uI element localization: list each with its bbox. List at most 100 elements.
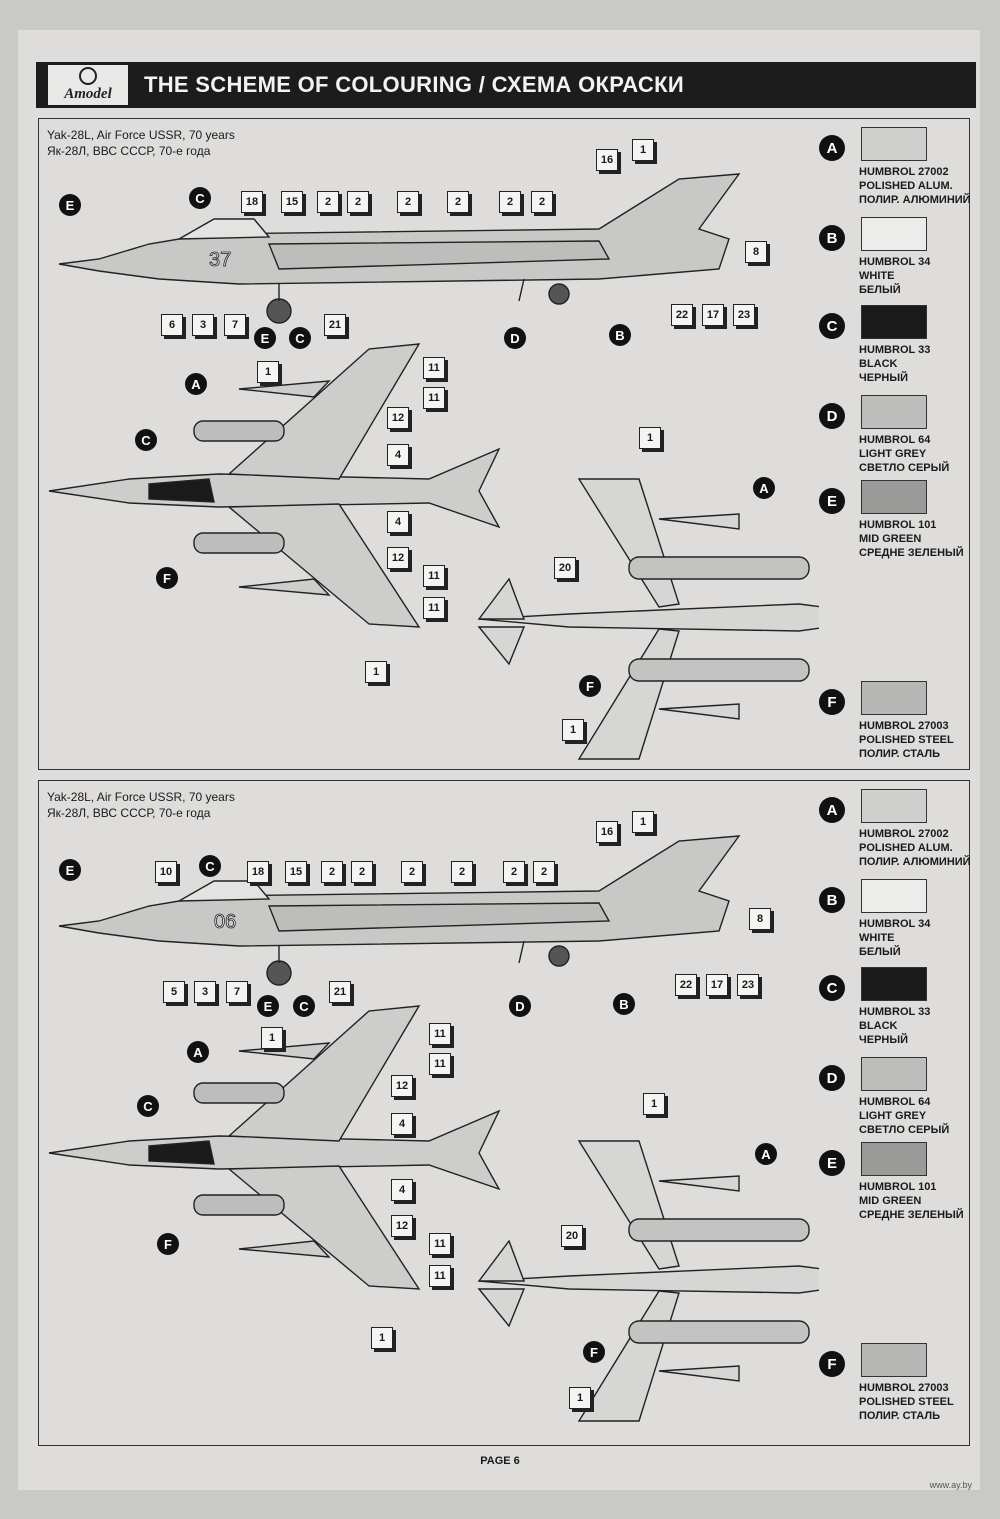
paint-mark: D bbox=[509, 995, 531, 1017]
paint-name-en: MID GREEN bbox=[859, 1195, 922, 1207]
paint-mark: B bbox=[613, 993, 635, 1015]
paint-code: HUMBROL 27003 bbox=[859, 720, 949, 732]
paint-mark: A bbox=[185, 373, 207, 395]
paint-code: HUMBROL 64 bbox=[859, 1096, 931, 1108]
callout: 23 bbox=[737, 974, 759, 996]
paint-code: HUMBROL 27003 bbox=[859, 1382, 949, 1394]
callout: 21 bbox=[329, 981, 351, 1003]
aircraft-drawings: 06 bbox=[48, 835, 819, 1422]
paint-name-ru: ЧЕРНЫЙ bbox=[859, 1034, 909, 1046]
paint-name-en: WHITE bbox=[859, 270, 895, 282]
callout: 2 bbox=[447, 191, 469, 213]
paint-name-ru: БЕЛЫЙ bbox=[859, 284, 901, 296]
caption-en: Yak-28L, Air Force USSR, 70 years bbox=[47, 790, 235, 804]
swatch-color bbox=[861, 879, 927, 913]
swatch-letter: D bbox=[819, 403, 845, 429]
paint-name-ru: ПОЛИР. СТАЛЬ bbox=[859, 1410, 941, 1422]
paint-mark: C bbox=[189, 187, 211, 209]
page-number: PAGE 6 bbox=[480, 1455, 520, 1467]
swatch-letter: A bbox=[819, 797, 845, 823]
paint-code: HUMBROL 33 bbox=[859, 1006, 931, 1018]
paint-code: HUMBROL 27002 bbox=[859, 166, 949, 178]
paint-name-en: POLISHED ALUM. bbox=[859, 842, 953, 854]
underside-view-aircraft bbox=[477, 1140, 819, 1422]
panel-caption: Yak-28L, Air Force USSR, 70 years Як-28Л… bbox=[47, 127, 235, 159]
paint-code: HUMBROL 101 bbox=[859, 519, 937, 531]
side-view-aircraft bbox=[58, 835, 741, 986]
callout: 17 bbox=[702, 304, 724, 326]
paint-name-ru: ПОЛИР. АЛЮМИНИЙ bbox=[859, 856, 971, 868]
callout: 2 bbox=[503, 861, 525, 883]
aircraft-drawings: 37 bbox=[48, 173, 819, 760]
callout: 7 bbox=[226, 981, 248, 1003]
swatch-color bbox=[861, 127, 927, 161]
swatch-color bbox=[861, 1057, 927, 1091]
callout: 11 bbox=[423, 565, 445, 587]
paint-name-en: WHITE bbox=[859, 932, 895, 944]
callout: 4 bbox=[391, 1179, 413, 1201]
callout: 1 bbox=[639, 427, 661, 449]
swatch-color bbox=[861, 1142, 927, 1176]
paint-name-en: POLISHED STEEL bbox=[859, 1396, 954, 1408]
callout: 20 bbox=[561, 1225, 583, 1247]
callout: 18 bbox=[241, 191, 263, 213]
swatch-letter: B bbox=[819, 887, 845, 913]
top-view-aircraft bbox=[48, 343, 501, 628]
callout: 11 bbox=[429, 1265, 451, 1287]
swatch-letter: E bbox=[819, 1150, 845, 1176]
side-view-aircraft bbox=[58, 173, 741, 324]
paint-mark: C bbox=[289, 327, 311, 349]
callout: 11 bbox=[429, 1023, 451, 1045]
paint-mark: C bbox=[293, 995, 315, 1017]
callout: 7 bbox=[224, 314, 246, 336]
callout: 1 bbox=[632, 811, 654, 833]
callout: 3 bbox=[194, 981, 216, 1003]
callout: 17 bbox=[706, 974, 728, 996]
paint-mark: C bbox=[135, 429, 157, 451]
swatch-letter: F bbox=[819, 689, 845, 715]
callout: 4 bbox=[387, 511, 409, 533]
callout: 11 bbox=[429, 1233, 451, 1255]
paint-name-en: LIGHT GREY bbox=[859, 1110, 927, 1122]
callout: 1 bbox=[257, 361, 279, 383]
callout: 4 bbox=[387, 444, 409, 466]
callout: 11 bbox=[423, 387, 445, 409]
paint-mark: F bbox=[579, 675, 601, 697]
callout: 22 bbox=[675, 974, 697, 996]
callout: 8 bbox=[745, 241, 767, 263]
callout: 1 bbox=[632, 139, 654, 161]
top-view-aircraft bbox=[48, 1005, 501, 1290]
watermark: www.ay.by bbox=[929, 1480, 972, 1490]
swatch-letter: A bbox=[819, 135, 845, 161]
callout: 12 bbox=[387, 407, 409, 429]
callout: 4 bbox=[391, 1113, 413, 1135]
callout: 5 bbox=[163, 981, 185, 1003]
caption-ru: Як-28Л, ВВС СССР, 70-е года bbox=[47, 806, 211, 820]
paint-code: HUMBROL 34 bbox=[859, 256, 931, 268]
paint-mark: A bbox=[187, 1041, 209, 1063]
swatch-color bbox=[861, 217, 927, 251]
callout: 12 bbox=[391, 1075, 413, 1097]
callout: 6 bbox=[161, 314, 183, 336]
paint-mark: B bbox=[609, 324, 631, 346]
paint-code: HUMBROL 34 bbox=[859, 918, 931, 930]
swatch-color bbox=[861, 681, 927, 715]
paint-mark: F bbox=[157, 1233, 179, 1255]
swatch-color bbox=[861, 480, 927, 514]
paint-mark: A bbox=[755, 1143, 777, 1165]
paint-name-en: POLISHED STEEL bbox=[859, 734, 954, 746]
callout: 2 bbox=[533, 861, 555, 883]
paint-mark: D bbox=[504, 327, 526, 349]
callout: 3 bbox=[192, 314, 214, 336]
callout: 2 bbox=[531, 191, 553, 213]
colour-scheme-panel-1: Yak-28L, Air Force USSR, 70 years Як-28Л… bbox=[38, 118, 971, 770]
paint-code: HUMBROL 27002 bbox=[859, 828, 949, 840]
callout: 11 bbox=[429, 1053, 451, 1075]
callout: 2 bbox=[317, 191, 339, 213]
swatch-letter: C bbox=[819, 975, 845, 1001]
callout: 18 bbox=[247, 861, 269, 883]
callout: 11 bbox=[423, 357, 445, 379]
swatch-letter: F bbox=[819, 1351, 845, 1377]
paint-code: HUMBROL 101 bbox=[859, 1181, 937, 1193]
callout: 21 bbox=[324, 314, 346, 336]
